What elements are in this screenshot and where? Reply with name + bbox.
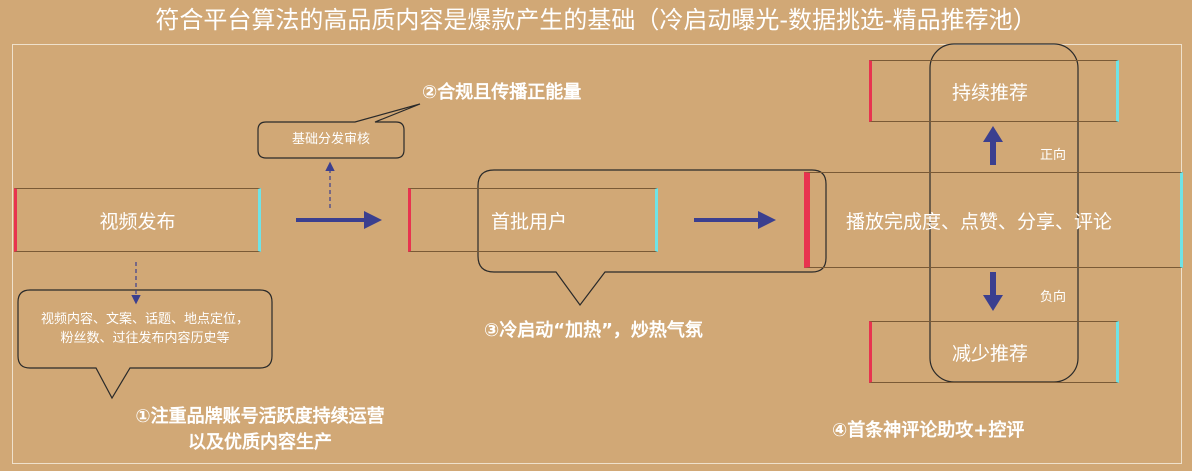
arrow-head-1 xyxy=(364,211,382,229)
box-keep-recommend: 持续推荐 xyxy=(869,60,1119,122)
note-step-3: ③冷启动“加热”，炒热气氛 xyxy=(484,320,703,341)
label-negative: 负向 xyxy=(1040,290,1067,305)
arrow-head-up xyxy=(983,126,1003,142)
box-reduce-recommend: 减少推荐 xyxy=(869,321,1119,383)
content-factors-line-2: 粉丝数、过往发布内容历史等 xyxy=(60,331,230,346)
review-bubble-text: 基础分发审核 xyxy=(291,132,370,147)
arrow-head-2 xyxy=(758,211,776,229)
box-first-users-label: 首批用户 xyxy=(491,210,568,233)
diagram-title: 符合平台算法的高品质内容是爆款产生的基础（冷启动曝光-数据挑选-精品推荐池） xyxy=(155,6,1037,34)
box-first-users: 首批用户 xyxy=(408,188,658,252)
box-keep-recommend-label: 持续推荐 xyxy=(952,81,1029,104)
content-factors-line-1: 视频内容、文案、话题、地点定位， xyxy=(40,312,249,327)
arrow-head-down xyxy=(983,295,1003,311)
box-engagement-metrics-label: 播放完成度、点赞、分享、评论 xyxy=(846,210,1113,233)
note-step-4: ④首条神评论助攻+控评 xyxy=(832,420,1025,441)
box-engagement-metrics: 播放完成度、点赞、分享、评论 xyxy=(804,172,1183,268)
content-factors-bubble-shape xyxy=(17,289,273,400)
note-step-1-line-2: 以及优质内容生产 xyxy=(188,432,332,453)
box-video-publish: 视频发布 xyxy=(14,188,261,252)
box-video-publish-label: 视频发布 xyxy=(99,210,176,233)
note-step-2: ②合规且传播正能量 xyxy=(422,82,582,103)
content-factors-text: 视频内容、文案、话题、地点定位， 粉丝数、过往发布内容历史等 xyxy=(18,310,272,348)
note-step-1-line-1: ①注重品牌账号活跃度持续运营 xyxy=(135,406,385,427)
note-step-1: ①注重品牌账号活跃度持续运营 以及优质内容生产 xyxy=(100,404,420,456)
review-bubble-shape xyxy=(257,103,421,159)
label-positive: 正向 xyxy=(1040,148,1067,163)
box-reduce-recommend-label: 减少推荐 xyxy=(952,342,1029,365)
first-users-highlight-shape xyxy=(477,169,827,307)
